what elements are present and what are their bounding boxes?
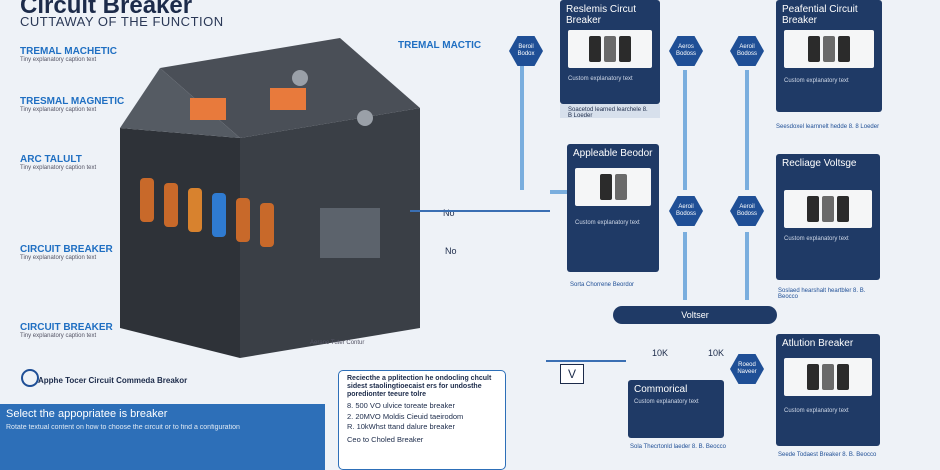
k-label-1: 10K [652, 348, 669, 358]
breaker-photo [784, 190, 872, 228]
hex-node: Beroil Bodox [509, 36, 543, 66]
breaker-photo [568, 30, 652, 68]
k-label-2: 10K [708, 348, 725, 358]
apphe-label: Apphe Tocer Circuit Commeda Breakor [38, 376, 188, 385]
card-footer: Soslaed hearshalt heartbler 8. B. Beocco [778, 288, 866, 300]
left-label-title: ARC TALULT [20, 154, 82, 165]
arrow-vertical [683, 70, 687, 190]
card-desc: Custom explanatory text [784, 408, 849, 414]
thermal-label: TREMAL MACTIC [398, 40, 482, 51]
card-footer: Sorta Chorrene Beordor [570, 282, 635, 288]
spec-heading: Reciecthe a pplitection he ondocling chc… [347, 375, 492, 399]
card-desc: Custom explanatory text [784, 78, 849, 84]
no-label-2: No [445, 246, 457, 256]
card-mid-center: Appleable Beodor Custom explanatory text [567, 144, 659, 272]
card-desc: Custom explanatory text [575, 220, 640, 226]
card-title: Reslemis Circut Breaker [566, 4, 637, 26]
arrow-horizontal [550, 190, 580, 194]
voltage-symbol: V [560, 364, 584, 384]
left-label-desc: Tiny explanatory caption text [20, 165, 97, 171]
select-panel-title: Select the appopriatee is breaker [6, 408, 168, 420]
arrow-vertical [745, 70, 749, 190]
aerane-label: Aerane Tuter Contur [310, 340, 365, 346]
no-label-1: No [443, 208, 455, 218]
page-subtitle: CUTTAWAY OF THE FUNCTION [20, 14, 224, 29]
card-footer: Seede Todaest Breaker 8. B. Beocco [778, 452, 877, 458]
spec-box: Reciecthe a pplitection he ondocling chc… [338, 370, 506, 470]
hex-node: Roeod Naveer [730, 354, 764, 384]
breaker-photo [575, 168, 651, 206]
arrow-vertical [683, 232, 687, 300]
card-top-right: Peafential Circuit Breaker Custom explan… [776, 0, 882, 112]
arrow-vertical [745, 232, 749, 300]
hex-node: Aeroil Bodoss [730, 196, 764, 226]
hex-node: Aeroil Bodoss [730, 36, 764, 66]
breaker-photo [784, 358, 872, 396]
select-panel-text: Rotate textual content on how to choose … [6, 424, 240, 431]
card-footer: Seesdoxel learnnelt hedde 8. 8 Loeder [776, 124, 880, 130]
left-label-title: CIRCUIT BREAKER [20, 244, 113, 255]
info-icon [21, 369, 39, 387]
connector-line [410, 210, 550, 212]
card-desc: Custom explanatory text [568, 76, 633, 82]
voltage-bar: Voltser [613, 306, 777, 324]
select-panel: Select the appopriatee is breaker Rotate… [0, 404, 325, 470]
card-title: Appleable Beodor [573, 148, 653, 159]
left-label-title: TRESMAL MAGNETIC [20, 96, 125, 107]
breaker-photo [784, 30, 874, 68]
card-title: Recliage Voltsge [782, 158, 857, 169]
spec-item: R. 10kWhst ttand dalure breaker [347, 422, 455, 432]
card-footer: Soacetod learned learchele 8. B Loeder [560, 104, 660, 119]
page-title: Circuit Breaker [20, 0, 193, 19]
card-title: Peafential Circuit Breaker [782, 4, 858, 26]
left-label-3: ARC TALULT Tiny explanatory caption text [20, 154, 130, 171]
spec-item: 8. 500 VO ulvice toreate breaker [347, 401, 455, 411]
left-label-4: CIRCUIT BREAKER Tiny explanatory caption… [20, 244, 130, 261]
card-title: Atlution Breaker [782, 338, 854, 349]
left-label-title: TREMAL MACHETIC [20, 46, 118, 57]
left-label-1: TREMAL MACHETIC Tiny explanatory caption… [20, 46, 130, 63]
card-bot-right: Atlution Breaker Custom explanatory text [776, 334, 880, 446]
left-label-2: TRESMAL MAGNETIC Tiny explanatory captio… [20, 96, 130, 113]
left-label-5: CIRCUIT BREAKER Tiny explanatory caption… [20, 322, 130, 339]
arrow-vertical [520, 60, 524, 190]
card-title: Commorical [634, 384, 688, 395]
spec-footer: Ceo to Choled Breaker [347, 434, 424, 444]
left-label-desc: Tiny explanatory caption text [20, 57, 97, 63]
left-label-desc: Tiny explanatory caption text [20, 107, 97, 113]
card-commercial: Commorical Custom explanatory text [628, 380, 724, 438]
hex-node: Aeroil Bodoss [669, 196, 703, 226]
card-footer: Sola Thecrtonld laeder 8. B. Beocco [630, 444, 726, 450]
connector-line [546, 360, 626, 362]
circuit-breaker-illustration [120, 38, 420, 358]
left-label-desc: Tiny explanatory caption text [20, 333, 97, 339]
card-top-center: Reslemis Circut Breaker Custom explanato… [560, 0, 660, 104]
hex-node: Aeros Bodoss [669, 36, 703, 66]
card-mid-right: Recliage Voltsge Custom explanatory text [776, 154, 880, 280]
card-desc: Custom explanatory text [784, 236, 849, 242]
left-label-title: CIRCUIT BREAKER [20, 322, 113, 333]
card-desc: Custom explanatory text [634, 399, 699, 405]
left-label-desc: Tiny explanatory caption text [20, 255, 97, 261]
spec-item: 2. 20MVO Moldis Cieuid taeirodom [347, 411, 464, 421]
